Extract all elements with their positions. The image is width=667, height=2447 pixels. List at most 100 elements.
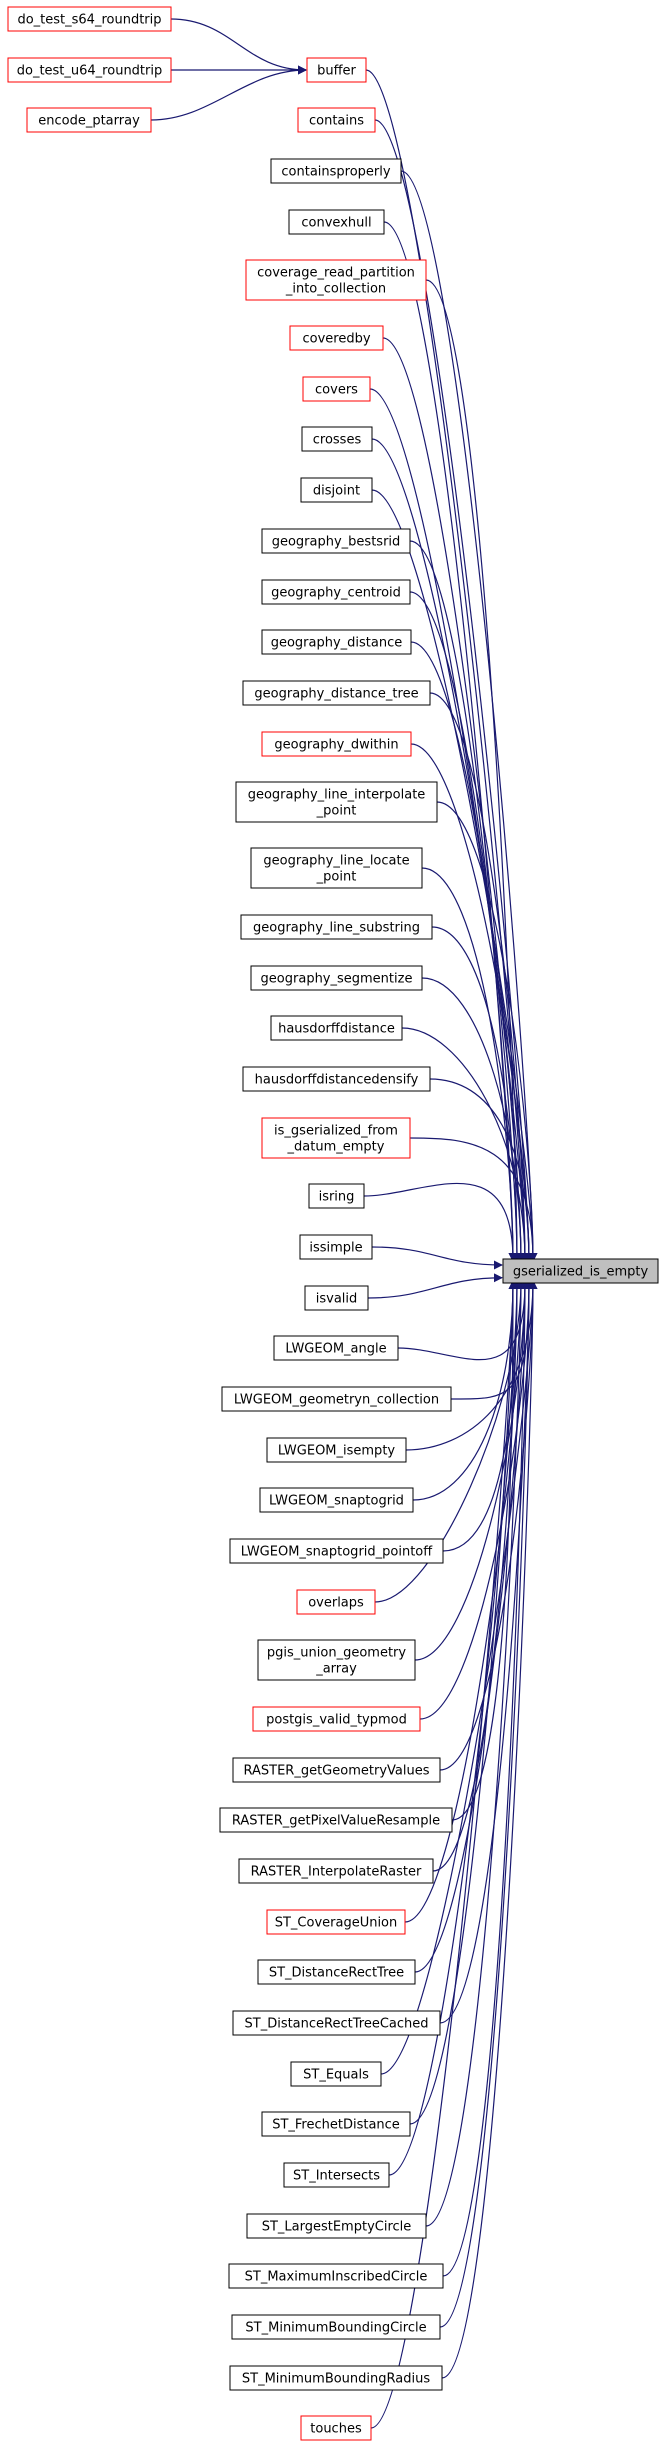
node-box	[252, 1706, 421, 1732]
node-box	[301, 426, 373, 452]
node-raster-getgeometryvalues[interactable]: RASTER_getGeometryValues	[232, 1757, 441, 1783]
node-label: buffer	[317, 64, 356, 79]
node-convexhull[interactable]: convexhull	[288, 209, 385, 235]
node-label: geography_centroid	[271, 586, 401, 601]
node-box	[242, 1066, 431, 1092]
node-isring[interactable]: isring	[308, 1183, 365, 1209]
node-box	[240, 914, 433, 940]
node-isvalid[interactable]: isvalid	[304, 1285, 369, 1311]
node-raster-interpolateraster[interactable]: RASTER_InterpolateRaster	[238, 1858, 434, 1884]
edge-st-intersects	[388, 1280, 522, 2176]
node-disjoint[interactable]: disjoint	[300, 477, 373, 503]
node-label: geography_segmentize	[261, 972, 413, 987]
node-label: LWGEOM_snaptogrid_pointoff	[241, 1545, 433, 1560]
node-label: ST_MinimumBoundingCircle	[245, 2321, 426, 2336]
node-label: RASTER_getGeometryValues	[244, 1764, 430, 1779]
node-st-distancerecttree[interactable]: ST_DistanceRectTree	[257, 1959, 416, 1985]
node-lwgeom-snaptogrid-pointoff[interactable]: LWGEOM_snaptogrid_pointoff	[229, 1538, 444, 1564]
node-box	[288, 209, 385, 235]
node-geography-line-substring[interactable]: geography_line_substring	[240, 914, 433, 940]
node-lwgeom-angle[interactable]: LWGEOM_angle	[273, 1335, 399, 1361]
node-coveredby[interactable]: coveredby	[289, 325, 384, 351]
node-geography-distance-tree[interactable]: geography_distance_tree	[242, 680, 431, 706]
edge-geography-line-interpolate-point	[436, 801, 538, 1262]
node-label: geography_bestsrid	[272, 535, 401, 550]
node-crosses[interactable]: crosses	[301, 426, 373, 452]
edge-issimple	[371, 1246, 503, 1270]
node-st-largestemptycircle[interactable]: ST_LargestEmptyCircle	[246, 2213, 427, 2239]
node-box	[229, 1538, 444, 1564]
node-lwgeom-isempty[interactable]: LWGEOM_isempty	[266, 1437, 407, 1463]
node-label: geography_distance_tree	[254, 687, 418, 702]
node-label: do_test_u64_roundtrip	[17, 64, 163, 79]
node-st-coverageunion[interactable]: ST_CoverageUnion	[266, 1909, 406, 1935]
node-label: coveredby	[302, 332, 370, 347]
edge-st-minimumboundingcircle	[439, 1280, 534, 2328]
node-label: _datum_empty	[287, 1140, 385, 1155]
node-geography-dwithin[interactable]: geography_dwithin	[261, 731, 412, 757]
node-box	[261, 731, 412, 757]
node-touches[interactable]: touches	[300, 2415, 372, 2441]
node-geography-line-locate-point[interactable]: geography_line_locate_point	[250, 847, 423, 889]
node-pgis-union-geometry-array[interactable]: pgis_union_geometry_array	[257, 1639, 416, 1681]
node-buffer[interactable]: buffer	[306, 57, 367, 83]
node-lwgeom-snaptogrid[interactable]: LWGEOM_snaptogrid	[259, 1487, 414, 1513]
edge-st-largestemptycircle	[425, 1280, 526, 2227]
node-geography-distance[interactable]: geography_distance	[261, 629, 412, 655]
node-lwgeom-geometryn-collection[interactable]: LWGEOM_geometryn_collection	[221, 1386, 452, 1412]
node-label: geography_dwithin	[274, 738, 398, 753]
node-label: ST_DistanceRectTreeCached	[245, 2017, 429, 2032]
node-hausdorffdistance[interactable]: hausdorffdistance	[270, 1015, 403, 1041]
node-geography-segmentize[interactable]: geography_segmentize	[250, 965, 423, 991]
edge-st-distancerecttree	[414, 1280, 530, 1973]
node-box	[238, 1858, 434, 1884]
node-postgis-valid-typmod[interactable]: postgis_valid_typmod	[252, 1706, 421, 1732]
node-label: _into_collection	[285, 282, 386, 297]
node-raster-getpixelvalueresample[interactable]: RASTER_getPixelValueResample	[219, 1807, 453, 1833]
node-is-gserialized-from-datum-empty[interactable]: is_gserialized_from_datum_empty	[261, 1117, 411, 1159]
node-covers[interactable]: covers	[302, 376, 371, 402]
target-node-gserialized-is-empty[interactable]: gserialized_is_empty	[502, 1258, 659, 1284]
node-label: _array	[315, 1662, 357, 1677]
node-overlaps[interactable]: overlaps	[296, 1589, 376, 1615]
node-box	[261, 629, 412, 655]
node-st-intersects[interactable]: ST_Intersects	[283, 2162, 390, 2188]
node-do-test-u64-roundtrip[interactable]: do_test_u64_roundtrip	[7, 57, 172, 83]
node-label: covers	[315, 383, 358, 398]
edge-st-frechetdistance	[409, 1280, 518, 2125]
node-box	[290, 2061, 382, 2087]
node-label: ST_MaximumInscribedCircle	[245, 2270, 428, 2285]
node-label: convexhull	[301, 216, 371, 231]
node-hausdorffdistancedensify[interactable]: hausdorffdistancedensify	[242, 1066, 431, 1092]
edge-isring	[363, 1182, 518, 1262]
node-geography-line-interpolate-point[interactable]: geography_line_interpolate_point	[235, 781, 438, 823]
node-st-maximuminscribedcircle[interactable]: ST_MaximumInscribedCircle	[228, 2263, 444, 2289]
node-label: pgis_union_geometry	[267, 1646, 406, 1661]
node-st-frechetdistance[interactable]: ST_FrechetDistance	[261, 2111, 411, 2137]
node-coverage-read-partition-into-collection[interactable]: coverage_read_partition_into_collection	[245, 259, 427, 301]
node-st-equals[interactable]: ST_Equals	[290, 2061, 382, 2087]
node-st-distancerecttreecached[interactable]: ST_DistanceRectTreeCached	[232, 2010, 441, 2036]
node-containsproperly[interactable]: containsproperly	[270, 158, 402, 184]
node-box	[299, 1234, 373, 1260]
node-label: ST_MinimumBoundingRadius	[242, 2372, 430, 2387]
node-box	[242, 680, 431, 706]
node-label: ST_DistanceRectTree	[269, 1966, 404, 1981]
node-geography-centroid[interactable]: geography_centroid	[261, 579, 411, 605]
node-geography-bestsrid[interactable]: geography_bestsrid	[261, 528, 411, 554]
node-issimple[interactable]: issimple	[299, 1234, 373, 1260]
node-box	[221, 1386, 452, 1412]
node-box	[304, 1285, 369, 1311]
node-label: ST_Intersects	[293, 2169, 380, 2184]
node-st-minimumboundingcircle[interactable]: ST_MinimumBoundingCircle	[231, 2314, 441, 2340]
node-label: LWGEOM_angle	[285, 1342, 386, 1357]
node-box	[270, 1015, 403, 1041]
edge-lwgeom-isempty	[405, 1280, 538, 1451]
node-contains[interactable]: contains	[297, 107, 376, 133]
node-encode-ptarray[interactable]: encode_ptarray	[26, 107, 152, 133]
node-box	[289, 325, 384, 351]
node-label: _point	[316, 870, 357, 885]
node-st-minimumboundingradius[interactable]: ST_MinimumBoundingRadius	[229, 2365, 443, 2391]
edge-encode-ptarray	[150, 65, 307, 121]
node-do-test-s64-roundtrip[interactable]: do_test_s64_roundtrip	[7, 6, 172, 32]
